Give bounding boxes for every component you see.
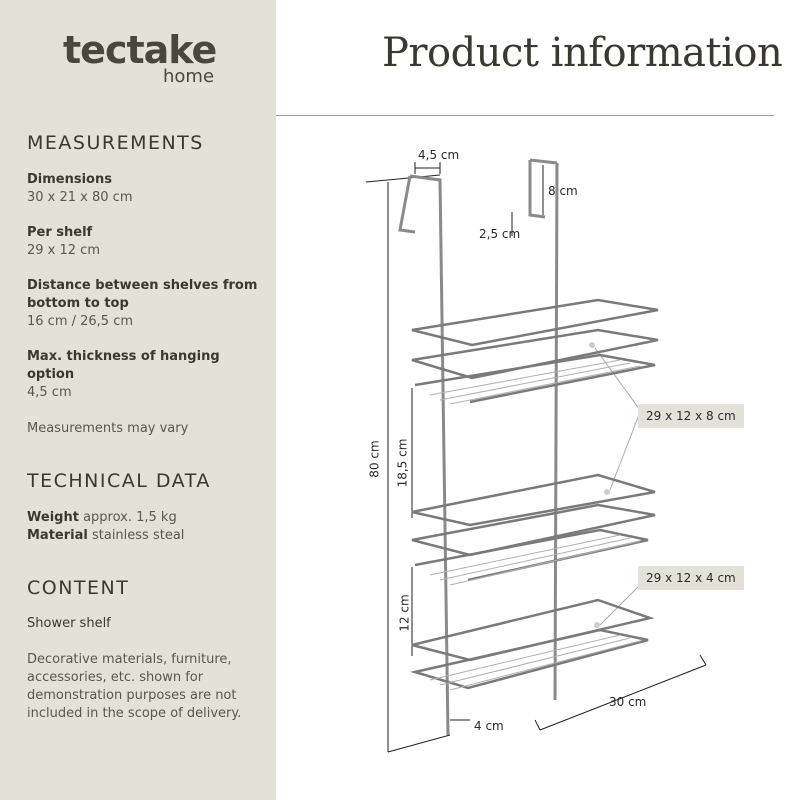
max-thickness-label-1: Max. thickness of hanging	[27, 349, 220, 364]
material-value: stainless steal	[91, 528, 185, 543]
dim-hook-gap: 2,5 cm	[479, 227, 521, 241]
callout-dot-bottom	[594, 622, 600, 628]
max-thickness-value: 4,5 cm	[27, 385, 72, 400]
disclaimer-line-3: demonstration purposes are not	[27, 688, 237, 703]
content-item: Shower shelf	[27, 616, 111, 631]
brand-logo: tectake	[63, 28, 217, 72]
callout-bottom-shelf: 29 x 12 x 4 cm	[638, 566, 744, 590]
disclaimer-line-2: accessories, etc. shown for	[27, 670, 204, 685]
weight-value: approx. 1,5 kg	[83, 510, 177, 525]
technical-heading: TECHNICAL DATA	[27, 470, 211, 492]
material-line: Material stainless steal	[27, 527, 184, 545]
dim-lower-gap: 12 cm	[397, 594, 412, 632]
page-title: Product information	[382, 30, 783, 76]
shower-shelf-drawing	[365, 158, 707, 753]
max-thickness-label-2: option	[27, 367, 75, 382]
per-shelf-label: Per shelf	[27, 225, 93, 240]
title-divider	[276, 115, 774, 116]
shelf-distance-label-1: Distance between shelves from	[27, 278, 258, 293]
disclaimer-line-1: Decorative materials, furniture,	[27, 652, 232, 667]
dim-leg: 4 cm	[474, 719, 504, 733]
shelf-distance-label-2: bottom to top	[27, 296, 129, 311]
dim-hook-width: 4,5 cm	[418, 148, 460, 162]
sidebar-panel	[0, 0, 276, 800]
content-heading: CONTENT	[27, 577, 130, 599]
dim-upper-gap: 18,5 cm	[395, 438, 410, 488]
callout-dot-top	[589, 342, 595, 348]
dimensions-label: Dimensions	[27, 172, 112, 187]
dim-width: 30 cm	[609, 695, 647, 709]
dim-hook-depth: 8 cm	[548, 184, 578, 198]
weight-label: Weight	[27, 510, 79, 525]
dimensions-value: 30 x 21 x 80 cm	[27, 190, 133, 205]
brand-sub: home	[163, 66, 215, 87]
measurements-heading: MEASUREMENTS	[27, 132, 204, 154]
callout-top-shelf: 29 x 12 x 8 cm	[638, 404, 744, 428]
disclaimer-line-4: included in the scope of delivery.	[27, 706, 242, 721]
measurements-note: Measurements may vary	[27, 421, 189, 436]
material-label: Material	[27, 528, 88, 543]
per-shelf-value: 29 x 12 cm	[27, 243, 100, 258]
shelf-distance-value: 16 cm / 26,5 cm	[27, 314, 134, 329]
dim-total-height: 80 cm	[367, 440, 382, 478]
weight-line: Weight approx. 1,5 kg	[27, 509, 177, 527]
callout-dot-mid	[604, 489, 610, 495]
